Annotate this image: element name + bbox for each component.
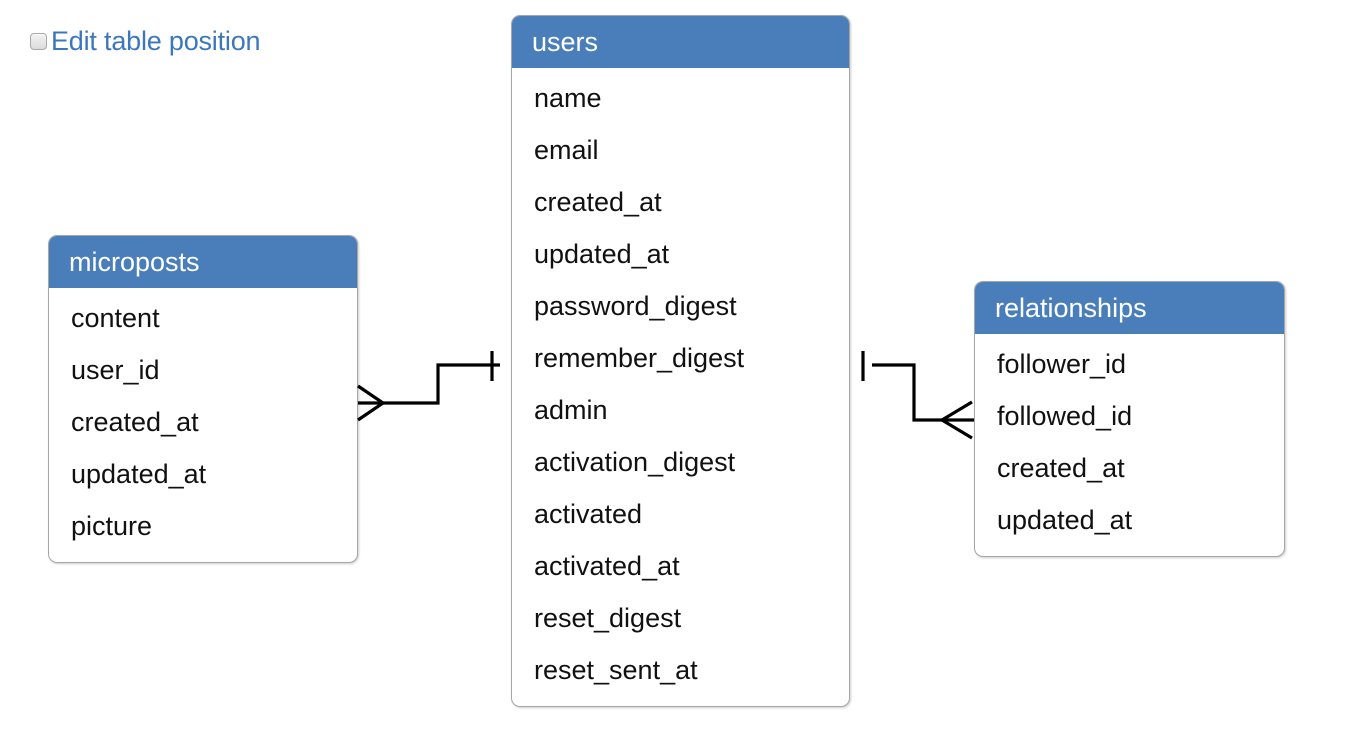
entity-field: user_id: [71, 355, 160, 385]
edit-table-position-checkbox[interactable]: [30, 32, 47, 50]
entity-field: name: [534, 83, 602, 113]
entity-field: reset_sent_at: [534, 655, 698, 685]
entity-field: password_digest: [534, 291, 737, 321]
entity-field: activated: [534, 499, 643, 529]
entity-table-users[interactable]: users name email created_at updated_at p…: [511, 15, 850, 707]
entity-field: remember_digest: [534, 343, 745, 373]
entity-title-relationships: relationships: [975, 282, 1284, 334]
edit-table-position-toggle[interactable]: Edit table position: [30, 26, 261, 56]
entity-table-relationships[interactable]: relationships follower_id followed_id cr…: [974, 281, 1285, 557]
entity-field: activated_at: [534, 551, 680, 581]
entity-field: content: [71, 303, 160, 333]
entity-title-microposts: microposts: [49, 236, 357, 288]
entity-field: created_at: [71, 407, 199, 437]
entity-field: updated_at: [71, 459, 207, 489]
entity-field: updated_at: [997, 505, 1133, 535]
entity-field: created_at: [534, 187, 662, 217]
entity-field: created_at: [997, 453, 1125, 483]
entity-field: follower_id: [997, 349, 1127, 379]
crows-foot-icon-microposts: [357, 384, 384, 422]
edit-table-position-label: Edit table position: [51, 26, 261, 56]
connector-microposts-users: [357, 351, 500, 422]
entity-field: followed_id: [997, 401, 1133, 431]
entity-field: picture: [71, 511, 153, 541]
connector-line-microposts-users: [358, 363, 500, 405]
entity-field: updated_at: [534, 239, 670, 269]
entity-field: activation_digest: [534, 447, 736, 477]
entity-field: email: [534, 135, 599, 165]
entity-field: admin: [534, 395, 608, 425]
connector-line-users-relationships: [872, 363, 974, 422]
entity-table-microposts[interactable]: microposts content user_id created_at up…: [48, 235, 358, 563]
entity-field: reset_digest: [534, 603, 682, 633]
crows-foot-icon-relationships: [941, 400, 973, 440]
entity-field-list-users: name email created_at updated_at passwor…: [512, 68, 849, 706]
entity-field-list-relationships: follower_id followed_id created_at updat…: [975, 334, 1284, 556]
entity-title-users: users: [512, 16, 849, 68]
connector-users-relationships: [861, 351, 974, 440]
entity-field-list-microposts: content user_id created_at updated_at pi…: [49, 288, 357, 562]
